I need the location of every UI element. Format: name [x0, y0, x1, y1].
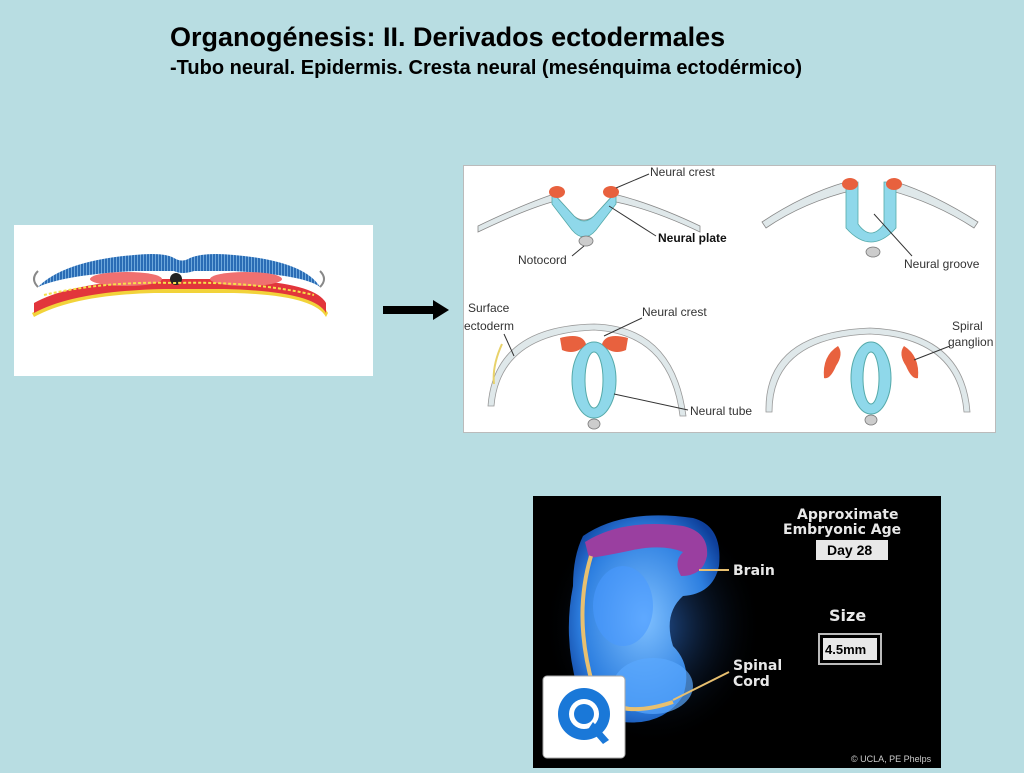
- brain-label: Brain: [733, 563, 775, 579]
- label-spiral-ganglion-1: Spiral: [952, 319, 983, 333]
- label-neural-tube: Neural tube: [690, 404, 752, 418]
- embryo-cross-section-image: [14, 225, 373, 376]
- slide-title: Organogénesis: II. Derivados ectodermale…: [170, 22, 726, 52]
- neural-tube-formation-diagram: Neural crest Neural plate Notocord Neura…: [463, 165, 996, 433]
- approx-age-line2: Embryonic Age: [783, 522, 901, 538]
- quicktime-icon[interactable]: [542, 675, 626, 759]
- stage-neural-tube: [487, 317, 689, 430]
- label-neural-plate: Neural plate: [658, 231, 727, 245]
- day-badge: [816, 540, 888, 560]
- label-neural-groove: Neural groove: [904, 257, 980, 271]
- slide-subtitle: -Tubo neural. Epidermis. Cresta neural (…: [170, 57, 803, 79]
- label-surface-ectoderm-1: Surface: [468, 301, 510, 315]
- spinal-label-2: Cord: [733, 674, 770, 690]
- label-surface-ectoderm-2: ectoderm: [464, 319, 514, 333]
- embryo-video-player[interactable]: Approximate Embryonic Age Day 28 Size 4.…: [533, 496, 941, 768]
- size-value: 4.5mm: [825, 642, 866, 657]
- credit-text: © UCLA, PE Phelps: [851, 754, 932, 764]
- day-value: Day 28: [827, 542, 872, 558]
- spinal-label-1: Spinal: [733, 658, 782, 674]
- approx-age-line1: Approximate: [797, 507, 898, 523]
- label-neural-crest-bottom: Neural crest: [642, 305, 707, 319]
- label-neural-crest-top: Neural crest: [650, 166, 715, 179]
- label-notocord: Notocord: [518, 253, 567, 267]
- size-label: Size: [829, 606, 866, 625]
- right-arrow-icon: [383, 298, 449, 322]
- stage-neural-groove: [761, 178, 979, 258]
- stage-spiral-ganglion: [765, 327, 971, 426]
- label-spiral-ganglion-2: ganglion: [948, 335, 993, 349]
- stage-neural-plate: [477, 173, 701, 257]
